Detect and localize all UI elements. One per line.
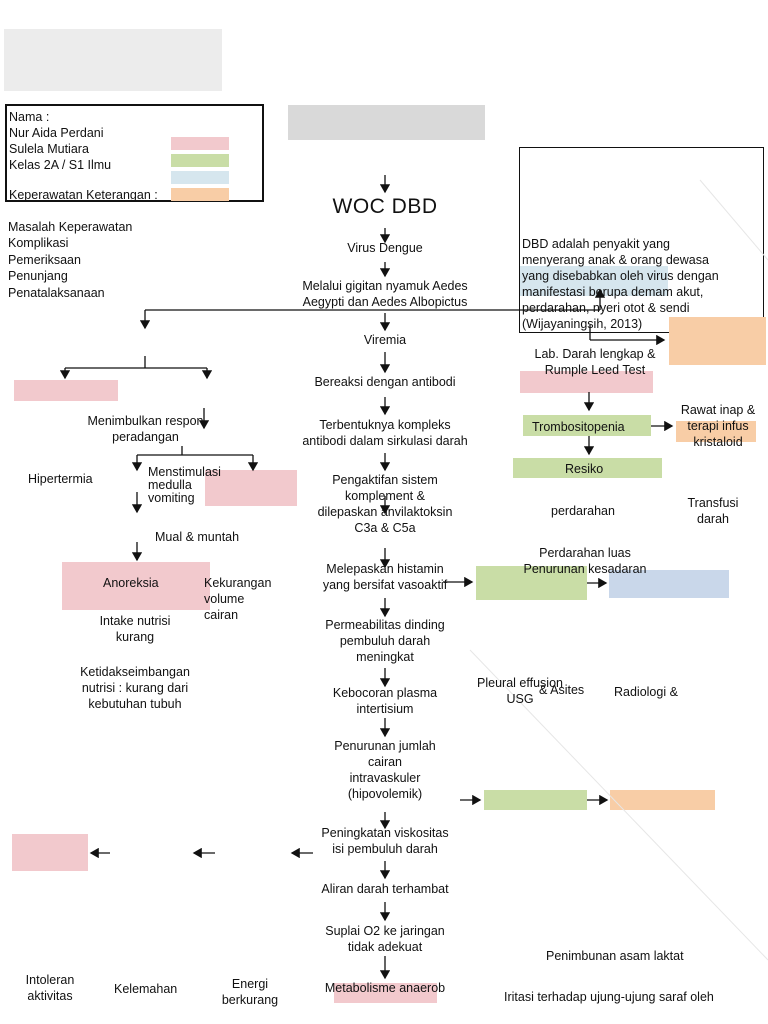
node-perdarahan-luas: Perdarahan luas Penurunan kesadaran: [523, 546, 647, 576]
box-pink-left-top: [14, 380, 118, 401]
legend-line-0: Nama :: [9, 110, 50, 124]
legend-line-3: Kelas 2A / S1 Ilmu: [9, 158, 112, 172]
node-transfusi-darah: Transfusi darah: [687, 496, 739, 526]
node-viremia: Viremia: [363, 333, 407, 347]
box-pink-bottom-left: [12, 834, 88, 871]
legend-key-penunjang: Penunjang: [8, 269, 68, 283]
node-respon-peradangan: Menimbulkan respon peradangan: [87, 414, 204, 444]
node-kompleks-antibodi: Terbentuknya kompleks antibodi dalam sir…: [302, 418, 468, 448]
node-virus-dengue: Virus Dengue: [347, 241, 423, 255]
legend-swatch-pink: [171, 137, 229, 150]
node-penurunan-cairan: Penurunan jumlah cairan intravaskuler (h…: [334, 739, 436, 801]
node-intake-nutrisi: Intake nutrisi kurang: [99, 614, 171, 644]
legend-line-1: Nur Aida Perdani: [9, 126, 104, 140]
node-radiologi: Radiologi &: [614, 685, 678, 699]
legend-line-5: Keperawatan Keterangan :: [9, 188, 158, 202]
node-rawat-inap: Rawat inap & terapi infus kristaloid: [680, 403, 756, 449]
node-suplai-o2: Suplai O2 ke jaringan tidak adekuat: [325, 924, 445, 954]
node-lab-darah: Lab. Darah lengkap & Rumple Leed Test: [534, 347, 656, 377]
node-kebocoran-plasma: Kebocoran plasma intertisium: [332, 686, 438, 716]
node-bereaksi-antibodi: Bereaksi dengan antibodi: [314, 375, 456, 389]
node-mual-muntah: Mual & muntah: [155, 530, 240, 544]
legend-key-komplikasi: Komplikasi: [8, 236, 69, 250]
box-pink-anoreksia: [62, 562, 210, 610]
node-anoreksia: Anoreksia: [103, 576, 159, 590]
node-gigitan-nyamuk: Melalui gigitan nyamuk Aedes Aegypti dan…: [302, 279, 468, 309]
node-sistem-komplemen: Pengaktifan sistem komplement & dilepask…: [317, 473, 453, 535]
box-pink-menstimulasi: [205, 470, 297, 506]
box-green-resiko: [513, 458, 662, 478]
box-orange-hipovolemik: [610, 790, 715, 810]
legend-swatch-orange: [171, 188, 229, 201]
node-perdarahan: perdarahan: [551, 504, 615, 518]
node-aliran-darah: Aliran darah terhambat: [321, 882, 449, 896]
definition-highlight: [520, 266, 668, 296]
box-green-hipovolemik: [484, 790, 587, 810]
box-lightblue-kesadaran: [609, 570, 729, 598]
node-pleural-effusion: Pleural effusion USG: [477, 676, 563, 706]
page-title: WOC DBD: [332, 195, 438, 218]
box-pink-metabolisme: [334, 983, 437, 1003]
node-viskositas: Peningkatan viskositas isi pembuluh dara…: [321, 826, 449, 856]
node-menstimulasi: Menstimulasi medulla vomiting: [148, 465, 221, 505]
legend-key-pemeriksaan: Pemeriksaan: [8, 253, 81, 267]
node-iritasi-saraf: Iritasi terhadap ujung-ujung saraf oleh: [504, 990, 714, 1004]
node-histamin: Melepaskan histamin yang bersifat vasoak…: [322, 562, 448, 592]
box-orange-rawat: [676, 421, 756, 442]
legend-line-2: Sulela Mutiara: [9, 142, 89, 156]
node-kelemahan: Kelemahan: [114, 982, 178, 996]
node-energi-berkurang: Energi berkurang: [221, 977, 279, 1007]
definition-box: [519, 147, 764, 333]
legend-box: Nama : Nur Aida Perdani Sulela Mutiara K…: [5, 104, 264, 202]
node-metabolisme-anaerob: Metabolisme anaerob: [324, 981, 446, 995]
legend-swatch-green: [171, 154, 229, 167]
legend-key-masalah: Masalah Keperawatan: [8, 220, 133, 234]
node-penimbunan-asam-laktat: Penimbunan asam laktat: [546, 949, 684, 963]
node-ketidakseimbangan: Ketidakseimbangan nutrisi : kurang dari …: [80, 665, 190, 711]
node-permeabilitas: Permeabilitas dinding pembuluh darah men…: [325, 618, 445, 664]
node-intoleran-aktivitas: Intoleran aktivitas: [25, 973, 75, 1003]
legend-swatch-blue: [171, 171, 229, 184]
legend-key-penatalaksanaan: Penatalaksanaan: [8, 286, 105, 300]
node-trombositopenia: Trombositopenia: [532, 420, 625, 434]
box-orange-right-top: [669, 317, 766, 365]
header-placeholder-block: [4, 29, 222, 91]
box-green-histamin: [476, 566, 587, 600]
node-kekurangan-volume: Kekurangan volume cairan: [204, 576, 272, 622]
title-placeholder-block: [288, 105, 485, 140]
box-green-trombo: [523, 415, 651, 436]
node-asites: & Asites: [539, 683, 585, 697]
node-hipertermia: Hipertermia: [28, 472, 93, 486]
box-pink-lab: [520, 371, 653, 393]
node-resiko: Resiko: [565, 462, 604, 476]
definition-text: DBD adalah penyakit yang menyerang anak …: [522, 237, 719, 331]
